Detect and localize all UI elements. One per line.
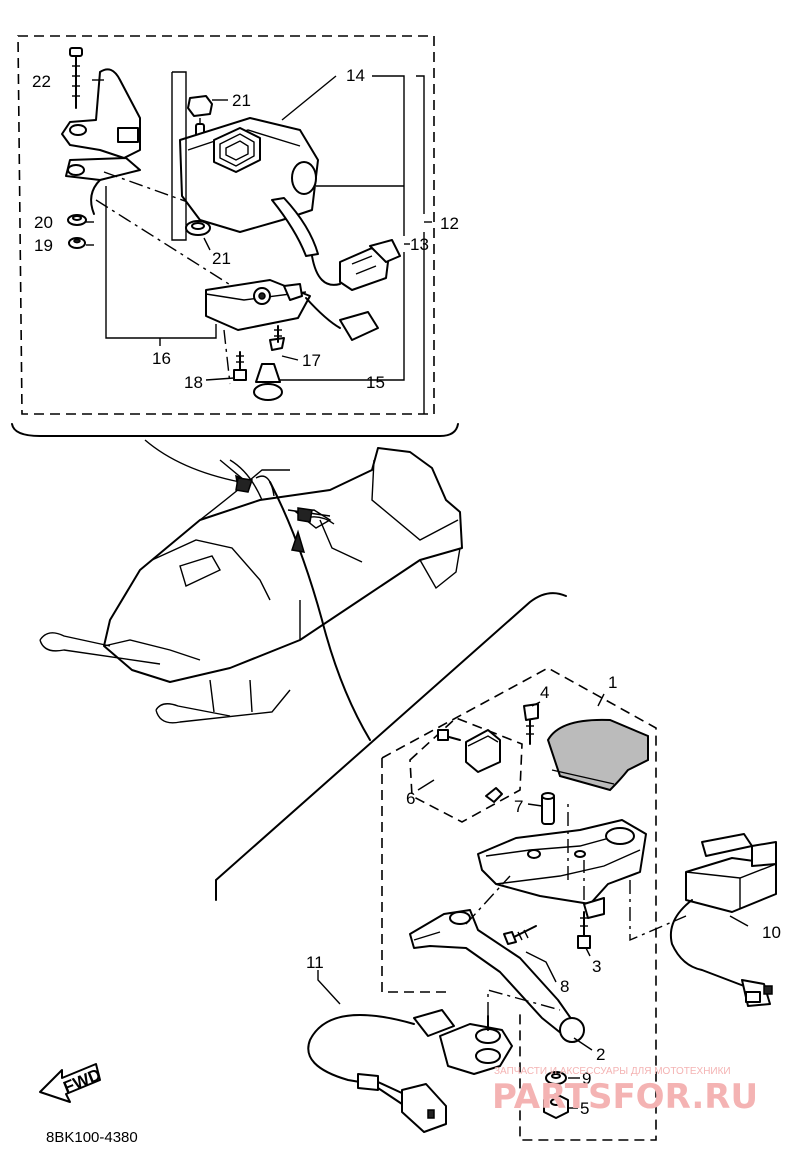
snowmobile [39,447,463,741]
drawing-code: 8BK100-4380 [46,1129,138,1146]
callout-11: 11 [306,953,324,972]
callout-13: 13 [410,235,429,254]
callout-numbers: 22 21 14 20 19 21 13 12 16 17 18 15 1 4 … [32,66,781,1118]
callout-2: 2 [596,1045,605,1064]
callout-4: 4 [540,683,549,702]
callout-12: 12 [440,214,459,233]
throttle-housing [477,819,647,919]
screw-8 [503,925,537,945]
screw-3 [577,911,591,949]
screw-18 [233,351,247,381]
callout-1: 1 [608,673,617,692]
callout-18: 18 [184,373,203,392]
section-divider [215,592,567,901]
leaders-lower [317,693,749,1109]
callout-20: 20 [34,213,53,232]
throttle-assembly-frame [381,667,657,1141]
part-6-set [437,729,503,803]
kill-switch-body [179,117,319,257]
washer-20 [67,214,87,226]
callout-14: 14 [346,66,365,85]
callout-9: 9 [582,1069,591,1088]
switch-connector [311,239,401,291]
module-10 [670,833,777,1007]
callout-19: 19 [34,236,53,255]
watermark-tagline: ЗАПЧАСТИ И АКСЕССУАРЫ ДЛЯ МОТОТЕХНИКИ [494,1066,731,1077]
throttle-cover [546,718,649,792]
callout-16: 16 [152,349,171,368]
leaders-inset [86,71,432,414]
nut-19 [68,237,86,249]
callout-7: 7 [514,797,523,816]
nut-5 [543,1093,569,1119]
fwd-arrow-icon: FWD [39,1063,104,1103]
switch-housing-lower [205,279,379,341]
plug-15 [253,363,283,401]
callout-21-upper: 21 [232,91,251,110]
callout-15: 15 [366,373,385,392]
callout-22: 22 [32,72,51,91]
nut-21-lower [185,220,211,236]
bolt-4 [523,703,539,745]
watermark-brand: PARTSFOR.RU [492,1077,758,1117]
callout-17: 17 [302,351,321,370]
callout-3: 3 [592,957,601,976]
callout-6: 6 [406,789,415,808]
callout-8: 8 [560,977,569,996]
throttle-sensor-11 [307,1009,513,1133]
callout-10: 10 [762,923,781,942]
watermark: ЗАПЧАСТИ И АКСЕССУАРЫ ДЛЯ МОТОТЕХНИКИ PA… [492,1066,758,1117]
fwd-label: FWD [61,1065,104,1097]
bracket [61,68,141,215]
bolt-22 [69,47,83,109]
washer-9 [545,1071,567,1085]
callout-21-lower: 21 [212,249,231,268]
spacer-7 [541,792,555,825]
throttle-lever [409,909,585,1043]
screw-17 [269,325,285,351]
callout-5: 5 [580,1099,589,1118]
